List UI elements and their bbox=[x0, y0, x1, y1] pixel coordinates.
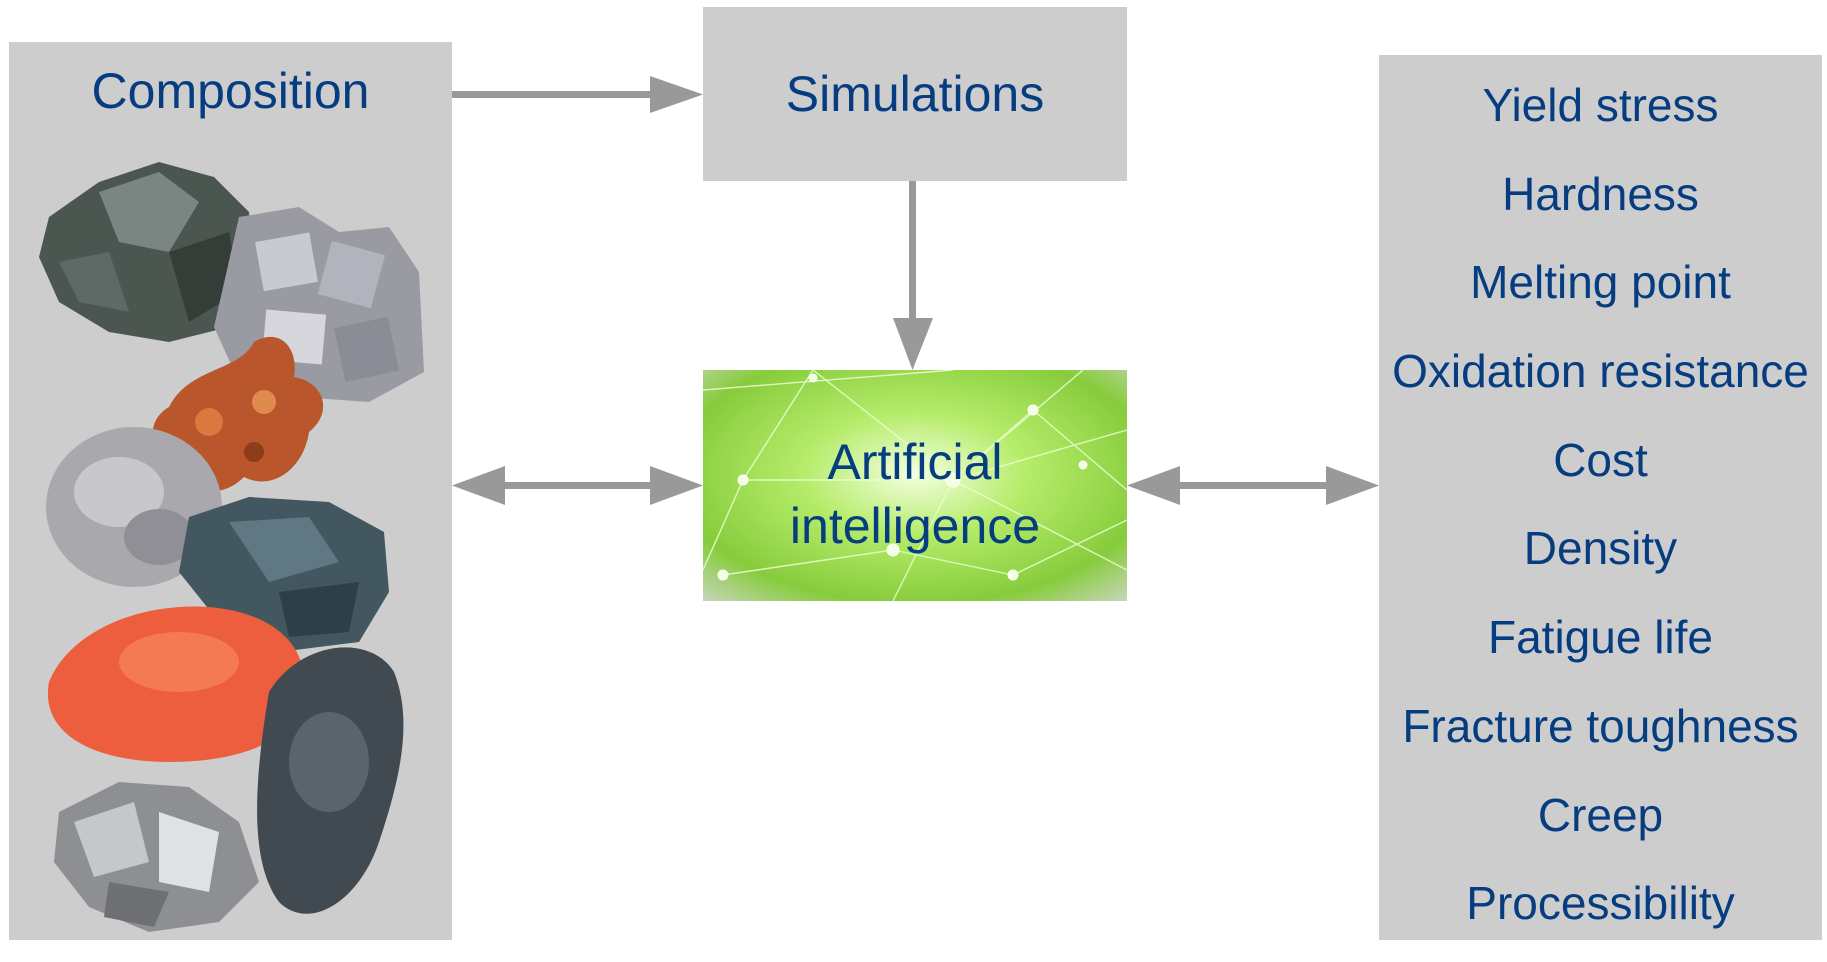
silver-granules-sample bbox=[46, 427, 222, 587]
ai-label-line2: intelligence bbox=[789, 498, 1041, 554]
property-item: Yield stress bbox=[1482, 79, 1719, 131]
property-item: Processibility bbox=[1466, 877, 1735, 930]
red-powder-sample bbox=[47, 606, 305, 762]
arrow-composition-ai-bidirectional bbox=[452, 466, 703, 505]
property-item: Density bbox=[1523, 522, 1678, 575]
property-item: Melting point bbox=[1470, 256, 1731, 309]
property-item: Cost bbox=[1553, 433, 1648, 486]
arrows-layer bbox=[452, 76, 1379, 505]
property-item: Creep bbox=[1537, 788, 1664, 841]
arrow-composition-to-simulations bbox=[452, 76, 703, 113]
property-item: Fracture toughness bbox=[1402, 699, 1799, 752]
composition-panel: Composition bbox=[9, 42, 452, 940]
dark-granular-sample bbox=[257, 647, 404, 914]
arrow-simulations-to-ai bbox=[893, 181, 933, 370]
property-item: Fatigue life bbox=[1487, 611, 1713, 664]
property-item: Oxidation resistance bbox=[1392, 345, 1809, 398]
composition-title: Composition bbox=[91, 63, 370, 119]
silver-flakes-sample bbox=[54, 782, 259, 932]
arrow-ai-properties-bidirectional bbox=[1127, 466, 1379, 505]
mineral-samples-image bbox=[39, 162, 424, 932]
simulations-box: Simulations bbox=[703, 7, 1127, 181]
artificial-intelligence-label: Artificial intelligence bbox=[703, 430, 1127, 558]
artificial-intelligence-box: Artificial intelligence bbox=[703, 370, 1127, 601]
ai-label-line1: Artificial bbox=[827, 434, 1003, 490]
simulations-label: Simulations bbox=[785, 66, 1045, 122]
property-item: Hardness bbox=[1502, 167, 1699, 220]
dark-rock-sample bbox=[39, 162, 254, 342]
neural-network-background bbox=[703, 370, 1127, 601]
